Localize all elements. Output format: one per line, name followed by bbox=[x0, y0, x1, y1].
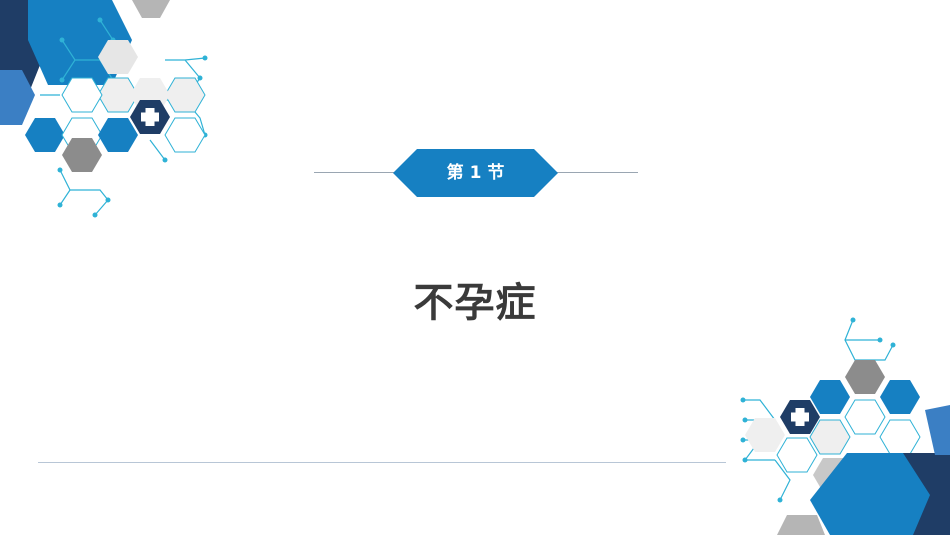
hexagon-molecule-decoration-top-left bbox=[0, 0, 208, 218]
hexagon-molecule-decoration-bottom-right bbox=[740, 317, 950, 535]
medical-cross-icon bbox=[130, 100, 170, 134]
section-label: 第 1 节 bbox=[446, 163, 505, 183]
bottom-divider bbox=[38, 462, 726, 463]
page-title: 不孕症 bbox=[413, 280, 537, 326]
section-divider-left bbox=[314, 172, 404, 173]
medical-cross-icon bbox=[780, 400, 820, 434]
section-badge: 第 1 节 bbox=[393, 149, 558, 197]
section-badge-shape bbox=[393, 149, 558, 197]
section-divider-right bbox=[548, 172, 638, 173]
